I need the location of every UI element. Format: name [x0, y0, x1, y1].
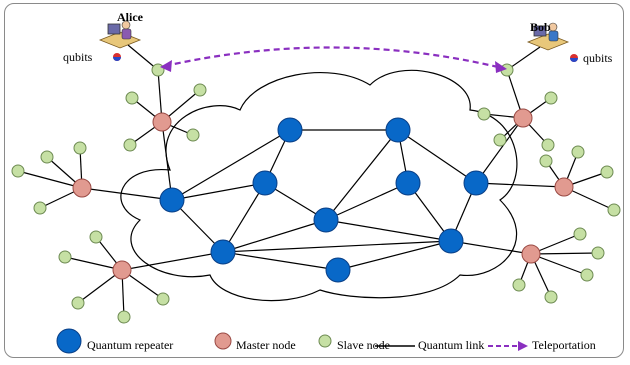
quantum-link	[325, 182, 409, 221]
quantum-repeater-node	[252, 170, 278, 196]
slave-node	[477, 107, 491, 121]
slave-node	[58, 250, 72, 264]
legend-repeater-marker	[56, 328, 82, 354]
slave-node	[73, 141, 87, 155]
quantum-repeater-node	[463, 170, 489, 196]
slave-node	[89, 230, 103, 244]
quantum-link	[397, 129, 477, 184]
quantum-repeater-node	[210, 239, 236, 265]
alice-computer-icon	[98, 20, 142, 49]
slave-node	[539, 154, 553, 168]
qubit-icon-right	[570, 54, 578, 62]
master-node	[152, 112, 172, 132]
diagram-frame	[4, 3, 624, 358]
slave-node	[193, 83, 207, 97]
network-cloud	[120, 69, 518, 302]
bob-label: Bob	[530, 20, 551, 34]
teleport-arrowhead-right	[495, 61, 507, 73]
legend-repeater-label: Quantum repeater	[87, 338, 174, 352]
quantum-link	[17, 170, 83, 189]
legend-teleport-label: Teleportation	[532, 338, 596, 352]
quantum-link	[337, 240, 452, 271]
alice-label: Alice	[117, 10, 143, 24]
quantum-repeater-node	[277, 117, 303, 143]
quantum-repeater-node	[438, 228, 464, 254]
quantum-link	[475, 182, 565, 188]
slave-node	[544, 91, 558, 105]
legend-master-label: Master node	[236, 338, 296, 352]
slave-node	[117, 310, 131, 324]
quantum-link	[222, 182, 266, 253]
slave-node	[40, 150, 54, 164]
qubits-label-right: qubits	[583, 51, 613, 65]
quantum-link	[222, 240, 452, 253]
slave-node	[512, 278, 526, 292]
quantum-link	[171, 129, 291, 201]
qubits-label-left: qubits	[63, 50, 93, 64]
quantum-link	[81, 187, 173, 201]
master-node	[72, 178, 92, 198]
slave-node	[123, 138, 137, 152]
slave-node	[571, 145, 585, 159]
quantum-link	[325, 129, 399, 221]
slave-node	[607, 203, 621, 217]
master-node	[513, 108, 533, 128]
bob-computer-icon	[526, 22, 570, 51]
quantum-link	[161, 121, 173, 201]
slave-node	[573, 227, 587, 241]
quantum-link	[171, 182, 266, 201]
slave-node	[493, 133, 507, 147]
quantum-link	[121, 251, 224, 271]
quantum-link	[64, 256, 123, 271]
legend-link-label: Quantum link	[418, 338, 485, 352]
legend-master-marker	[214, 332, 232, 350]
legend-slave-label: Slave node	[337, 338, 390, 352]
slave-node	[541, 138, 555, 152]
quantum-repeater-node	[159, 187, 185, 213]
legend-slave-marker	[318, 334, 332, 348]
slave-node	[580, 268, 594, 282]
quantum-link	[530, 252, 599, 255]
slave-node	[544, 290, 558, 304]
quantum-repeater-node	[385, 117, 411, 143]
master-node	[521, 244, 541, 264]
quantum-repeater-node	[325, 257, 351, 283]
legend-teleport-arrowhead	[518, 341, 528, 351]
master-node	[112, 260, 132, 280]
quantum-link	[222, 219, 327, 253]
slave-node	[156, 292, 170, 306]
quantum-link	[450, 240, 532, 255]
slave-node	[11, 164, 25, 178]
slave-node	[591, 246, 605, 260]
quantum-link	[222, 251, 339, 271]
slave-node	[186, 128, 200, 142]
slave-node	[71, 296, 85, 310]
master-node	[554, 177, 574, 197]
quantum-link	[506, 46, 541, 71]
quantum-link	[530, 253, 588, 276]
quantum-link	[127, 44, 159, 71]
slave-node	[600, 165, 614, 179]
teleport-arrowhead-left	[160, 60, 172, 72]
slave-node	[125, 91, 139, 105]
quantum-link	[325, 219, 452, 242]
qubit-icon-left	[113, 53, 121, 61]
slave-node	[33, 201, 47, 215]
quantum-link	[475, 117, 524, 184]
teleportation-arc	[164, 46, 503, 70]
quantum-repeater-node	[395, 170, 421, 196]
quantum-repeater-node	[313, 207, 339, 233]
